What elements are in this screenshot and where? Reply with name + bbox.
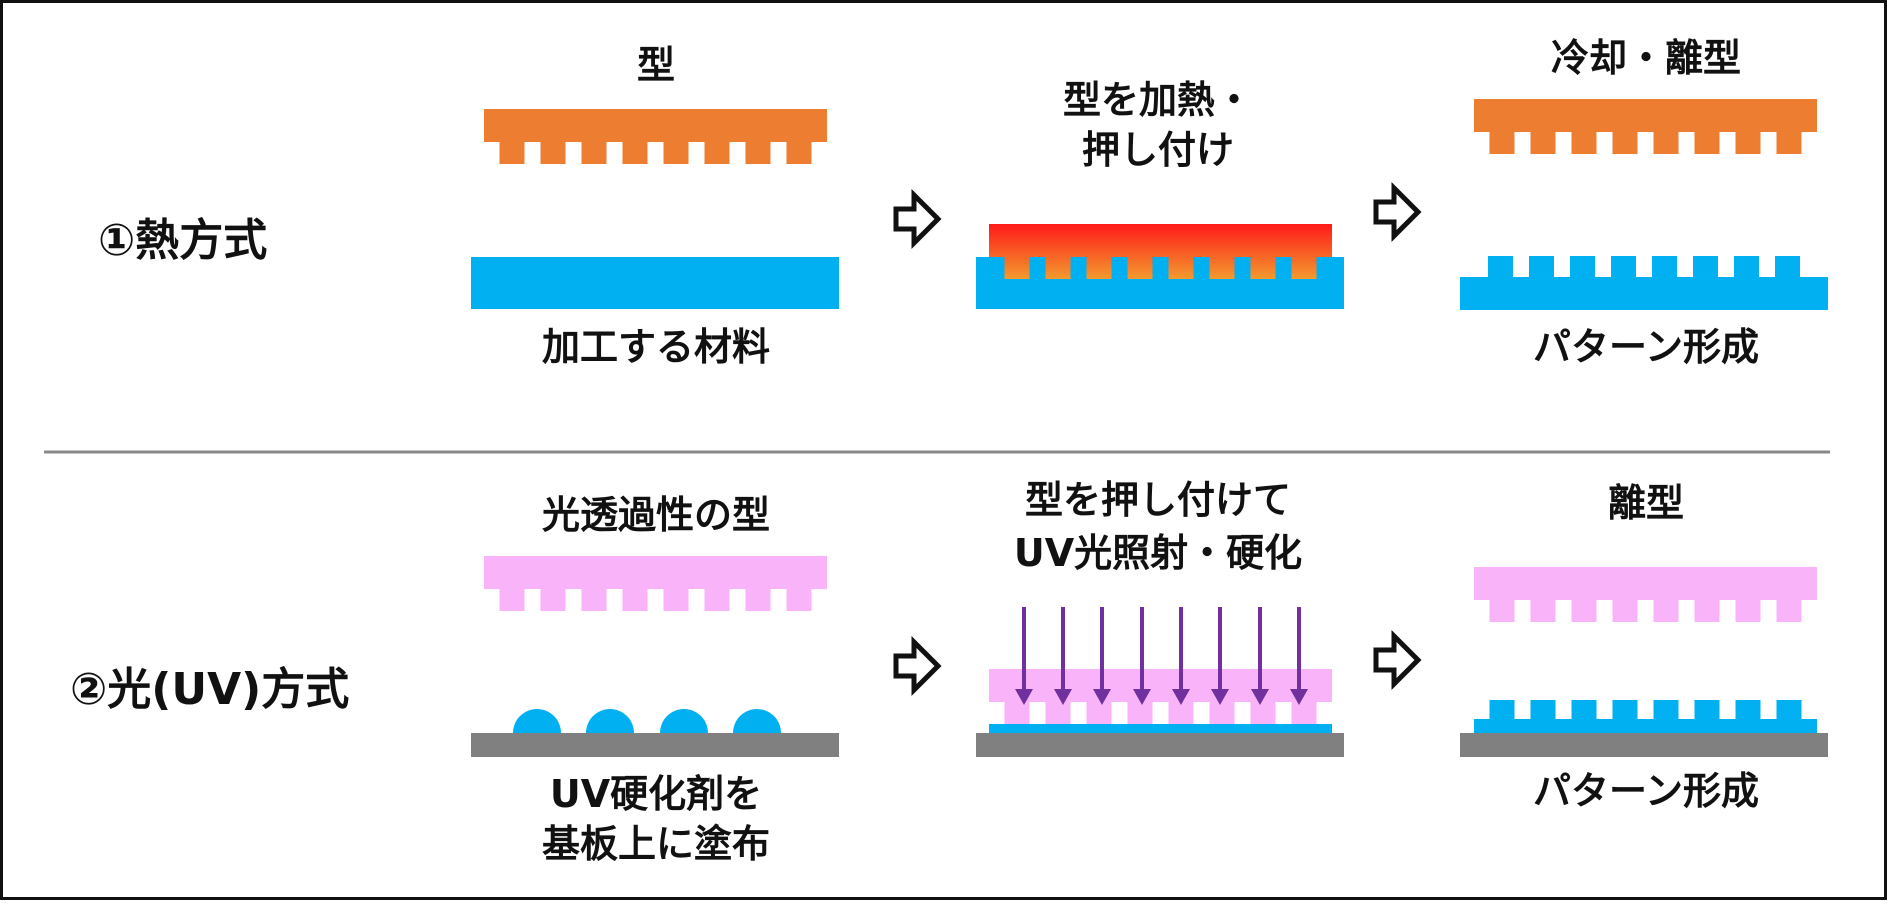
down-arrow-icon (1211, 689, 1229, 705)
down-arrow-icon (1093, 689, 1111, 705)
thermal-heat-press-label-line2: 押し付け (1082, 128, 1234, 172)
down-arrow-icon (1172, 689, 1190, 705)
pressed-mold-comb (989, 669, 1332, 724)
thermal-material-pressed (976, 257, 1344, 309)
down-arrow-icon (1133, 689, 1151, 705)
down-arrow-icon (1015, 689, 1033, 705)
uv-pressed-stack (976, 669, 1344, 757)
right-arrow-outline-icon (893, 188, 942, 250)
thermal-patterned-material (1460, 256, 1828, 310)
uv-pattern-label: パターン形成 (1533, 769, 1759, 813)
mold-comb (484, 109, 827, 164)
uv-substrate (1460, 733, 1828, 757)
thermal-mold-label: 型 (637, 43, 675, 87)
uv-method-label: ②光(UV)方式 (70, 664, 349, 715)
arrow-shape (893, 635, 942, 697)
down-arrow-icon (1290, 689, 1308, 705)
pattern-layer (1460, 256, 1828, 310)
resin-layer (989, 705, 1332, 733)
uv-substrate (976, 733, 1344, 757)
uv-resin-droplets (513, 709, 781, 733)
resin-droplet (513, 709, 561, 733)
mold-comb (484, 556, 827, 611)
resin-droplet (586, 709, 634, 733)
thermal-pattern-label: パターン形成 (1533, 325, 1759, 369)
uv-press-label-line2: UV光照射・硬化 (1014, 531, 1302, 575)
arrow-shape (1373, 181, 1422, 243)
mold-comb (1474, 567, 1817, 622)
uv-resin-label-line2: 基板上に塗布 (542, 822, 770, 866)
right-arrow-outline-icon (1373, 181, 1422, 243)
down-arrow-icon (1251, 689, 1269, 705)
thermal-method-label: ①熱方式 (98, 215, 267, 266)
thermal-material-block (471, 257, 839, 309)
heated-mold-comb (989, 224, 1332, 279)
arrow-shape (1373, 629, 1422, 691)
thermal-mold (484, 109, 827, 164)
mold-comb (1474, 99, 1817, 154)
right-arrow-outline-icon (1373, 629, 1422, 691)
thermal-release-label: 冷却・離型 (1551, 36, 1741, 80)
thermal-heat-press-label-line1: 型を加熱・ (1063, 78, 1253, 122)
uv-patterned-resin (1474, 700, 1817, 733)
uv-press-label-line1: 型を押し付けて (1025, 478, 1291, 522)
uv-mold-label: 光透過性の型 (542, 493, 770, 537)
uv-released-mold (1474, 567, 1817, 622)
thermal-heated-mold (989, 224, 1332, 279)
pattern-layer (1474, 700, 1817, 733)
uv-release-label: 離型 (1608, 481, 1684, 525)
down-arrow-icon (1054, 689, 1072, 705)
right-arrow-outline-icon (893, 635, 942, 697)
resin-droplet (660, 709, 708, 733)
arrow-shape (893, 188, 942, 250)
uv-resin-label-line1: UV硬化剤を (550, 772, 762, 816)
resin-droplet (733, 709, 781, 733)
thermal-material-label: 加工する材料 (542, 325, 770, 369)
uv-light-rays (1015, 607, 1308, 705)
uv-transparent-mold (484, 556, 827, 611)
thermal-released-mold (1474, 99, 1817, 154)
uv-substrate (471, 733, 839, 757)
